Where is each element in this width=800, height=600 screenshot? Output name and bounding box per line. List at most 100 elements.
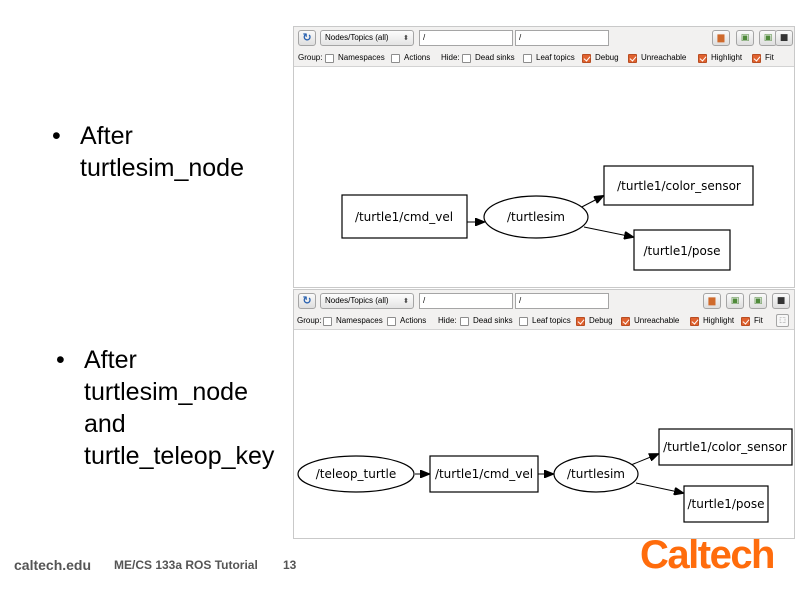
fit-option[interactable]: Fit — [741, 315, 763, 327]
namespaces-label: Namespaces — [338, 53, 385, 62]
debug-checkbox[interactable] — [582, 53, 591, 63]
screen-icon: ■ — [779, 33, 789, 43]
image-icon: ▣ — [730, 296, 740, 306]
unreachable-label: Unreachable — [641, 53, 687, 62]
fit-option[interactable]: Fit — [752, 52, 774, 64]
save-svg-button[interactable]: ▣ — [749, 293, 767, 309]
leaf-topics-checkbox[interactable] — [523, 53, 532, 63]
topic-node[interactable] — [341, 194, 468, 239]
actions-checkbox[interactable] — [391, 53, 400, 63]
load-dot-button[interactable]: ▆ — [703, 293, 721, 309]
screenshot-button[interactable]: ■ — [772, 293, 790, 309]
save-image-button[interactable]: ▣ — [726, 293, 744, 309]
rqt-toolbar: ↻ Nodes/Topics (all)⬍ / / ▆ ▣ ▣ ■ — [294, 290, 794, 312]
unreachable-option[interactable]: Unreachable — [621, 315, 679, 327]
highlight-label: Highlight — [711, 53, 743, 62]
leaf-topics-checkbox[interactable] — [519, 316, 528, 326]
node-label: /turtle1/cmd_vel — [435, 467, 533, 481]
load-dot-button[interactable]: ▆ — [712, 30, 730, 46]
node-filter-input[interactable]: / — [419, 30, 513, 46]
fit-checkbox[interactable] — [752, 53, 761, 63]
fit-label: Fit — [765, 53, 774, 62]
graph-edge — [583, 226, 633, 237]
rqt-toolbar: ↻ Nodes/Topics (all)⬍ / / ▆ ▣ ▣ ■ — [294, 27, 794, 49]
graph-svg: /turtle1/cmd_vel /turtlesim /turtle1/col… — [341, 165, 754, 271]
topic-node[interactable] — [658, 428, 793, 466]
debug-label: Debug — [595, 53, 619, 62]
bullet-2: • After turtlesim_node and turtle_teleop… — [56, 344, 274, 472]
namespaces-checkbox[interactable] — [325, 53, 334, 63]
graph-svg: /teleop_turtle /turtle1/cmd_vel /turtles… — [297, 428, 793, 523]
mode-select-value: Nodes/Topics (all) — [325, 33, 389, 42]
actions-option[interactable]: Actions — [387, 315, 426, 327]
dead-sinks-checkbox[interactable] — [462, 53, 471, 63]
graph-edge — [635, 482, 683, 493]
dead-sinks-option[interactable]: Dead sinks — [462, 52, 515, 64]
node-label: /turtlesim — [567, 467, 625, 481]
refresh-button[interactable]: ↻ — [298, 293, 316, 309]
save-image-button[interactable]: ▣ — [736, 30, 754, 46]
graph-canvas[interactable]: /teleop_turtle /turtle1/cmd_vel /turtles… — [294, 331, 794, 538]
screenshot-button[interactable]: ■ — [775, 30, 793, 46]
dead-sinks-label: Dead sinks — [473, 316, 513, 325]
rqt-options-bar: Group: Namespaces Actions Hide: Dead sin… — [294, 312, 794, 330]
fit-label: Fit — [754, 316, 763, 325]
mode-select[interactable]: Nodes/Topics (all)⬍ — [320, 293, 414, 309]
highlight-label: Highlight — [703, 316, 735, 325]
debug-option[interactable]: Debug — [582, 52, 619, 64]
highlight-checkbox[interactable] — [698, 53, 707, 63]
footer-page-number: 13 — [283, 558, 297, 572]
group-label: Group: — [298, 53, 323, 62]
unreachable-label: Unreachable — [634, 316, 680, 325]
namespaces-checkbox[interactable] — [323, 316, 332, 326]
footer-site: caltech.edu — [14, 557, 92, 573]
highlight-option[interactable]: Highlight — [690, 315, 734, 327]
select-arrows-icon: ⬍ — [403, 34, 409, 42]
namespaces-option[interactable]: Namespaces — [325, 52, 385, 64]
process-node[interactable] — [297, 455, 415, 493]
fit-view-icon: ⬚ — [779, 316, 786, 324]
topic-filter-input[interactable]: / — [515, 30, 609, 46]
screen-icon: ■ — [776, 296, 786, 306]
unreachable-option[interactable]: Unreachable — [628, 52, 686, 64]
topic-node[interactable] — [683, 485, 769, 523]
debug-checkbox[interactable] — [576, 316, 585, 326]
fit-view-button[interactable]: ⬚ — [776, 314, 789, 327]
dead-sinks-label: Dead sinks — [475, 53, 515, 62]
leaf-topics-option[interactable]: Leaf topics — [523, 52, 575, 64]
bullet-line: and — [84, 410, 126, 438]
rqt-graph-window-2: ↻ Nodes/Topics (all)⬍ / / ▆ ▣ ▣ ■ Group:… — [293, 289, 795, 539]
hide-label: Hide: — [438, 316, 457, 325]
actions-option[interactable]: Actions — [391, 52, 430, 64]
highlight-checkbox[interactable] — [690, 316, 699, 326]
node-filter-input[interactable]: / — [419, 293, 513, 309]
bullet-1: • After turtlesim_node — [52, 120, 244, 184]
refresh-icon: ↻ — [302, 31, 312, 44]
node-label: /turtle1/cmd_vel — [355, 210, 453, 224]
highlight-option[interactable]: Highlight — [698, 52, 742, 64]
group-label: Group: — [297, 316, 322, 325]
actions-checkbox[interactable] — [387, 316, 396, 326]
namespaces-option[interactable]: Namespaces — [323, 315, 383, 327]
topic-filter-input[interactable]: / — [515, 293, 609, 309]
rqt-options-bar: Group: Namespaces Actions Hide: Dead sin… — [294, 49, 794, 67]
node-label: /turtle1/pose — [688, 497, 765, 511]
fit-checkbox[interactable] — [741, 316, 750, 326]
leaf-topics-option[interactable]: Leaf topics — [519, 315, 571, 327]
unreachable-checkbox[interactable] — [621, 316, 630, 326]
unreachable-checkbox[interactable] — [628, 53, 637, 63]
dead-sinks-checkbox[interactable] — [460, 316, 469, 326]
topic-node[interactable] — [429, 455, 539, 493]
node-label: /turtlesim — [507, 210, 565, 224]
graph-canvas[interactable]: /turtle1/cmd_vel /turtlesim /turtle1/col… — [294, 68, 794, 287]
topic-node[interactable] — [633, 229, 731, 271]
process-node[interactable] — [483, 195, 589, 239]
refresh-button[interactable]: ↻ — [298, 30, 316, 46]
process-node[interactable] — [553, 455, 639, 493]
mode-select[interactable]: Nodes/Topics (all) ⬍ — [320, 30, 414, 46]
dead-sinks-option[interactable]: Dead sinks — [460, 315, 513, 327]
debug-option[interactable]: Debug — [576, 315, 613, 327]
node-label: /turtle1/pose — [644, 244, 721, 258]
topic-node[interactable] — [603, 165, 754, 206]
caltech-logo: Caltech — [640, 533, 776, 577]
